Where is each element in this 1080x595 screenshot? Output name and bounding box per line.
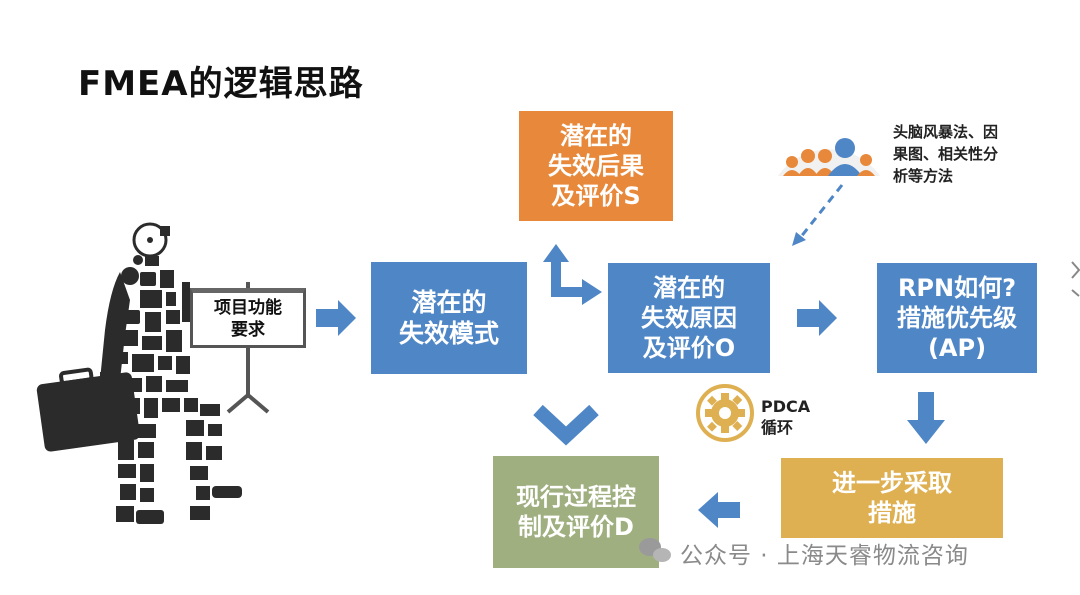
failure-effect-box: 潜在的 失效后果 及评价S	[519, 111, 673, 221]
cause-line-1: 潜在的	[653, 274, 725, 302]
failure-mode-line-2: 失效模式	[398, 319, 499, 348]
control-line-2: 制及评价D	[518, 513, 634, 541]
board-line-2: 要求	[231, 320, 265, 340]
pdca-label: PDCA 循环	[761, 397, 810, 439]
cause-line-2: 失效原因	[641, 304, 737, 332]
page-title: FMEA的逻辑思路	[78, 64, 364, 104]
pdca-line-1: PDCA	[761, 397, 811, 416]
cause-line-3: 及评价O	[642, 334, 736, 362]
further-action-box: 进一步采取 措施	[781, 458, 1003, 538]
method-note-line-3: 析等方法	[893, 166, 954, 185]
rpn-line-3: (AP)	[927, 334, 987, 362]
method-note: 头脑风暴法、因 果图、相关性分 析等方法	[893, 122, 998, 187]
failure-mode-line-1: 潜在的	[411, 287, 487, 317]
pdca-line-2: 循环	[761, 417, 794, 437]
failure-cause-box: 潜在的 失效原因 及评价O	[608, 263, 770, 373]
rpn-line-1: RPN如何?	[897, 274, 1017, 302]
arrow-left	[698, 492, 740, 528]
effect-line-3: 及评价S	[551, 182, 641, 210]
function-requirement-board: 项目功能 要求	[190, 288, 306, 348]
edge-chevron-icon	[1071, 261, 1080, 279]
arrow-down	[907, 392, 945, 444]
arrow-right-1	[316, 300, 356, 336]
rpn-line-2: 措施优先级	[897, 304, 1017, 332]
watermark-text: 公众号 · 上海天睿物流咨询	[680, 543, 969, 569]
failure-mode-box: 潜在的 失效模式	[371, 262, 527, 374]
control-line-1: 现行过程控	[516, 483, 636, 511]
chevron-down-icon	[533, 404, 599, 446]
board-line-1: 项目功能	[214, 297, 282, 318]
action-line-1: 进一步采取	[832, 469, 952, 497]
action-line-2: 措施	[868, 499, 916, 527]
rpn-priority-box: RPN如何? 措施优先级 (AP)	[877, 263, 1037, 373]
arrow-right-2	[797, 300, 837, 336]
effect-line-1: 潜在的	[560, 122, 632, 150]
method-note-line-1: 头脑风暴法、因	[893, 123, 999, 141]
method-note-line-2: 果图、相关性分	[893, 144, 999, 163]
elbow-arrow	[551, 260, 584, 297]
pdca-gear-icon	[696, 384, 754, 442]
effect-line-2: 失效后果	[548, 152, 644, 180]
brainstorm-people-icon	[778, 138, 880, 176]
current-control-box: 现行过程控 制及评价D	[493, 456, 659, 568]
wechat-icon	[639, 538, 671, 562]
